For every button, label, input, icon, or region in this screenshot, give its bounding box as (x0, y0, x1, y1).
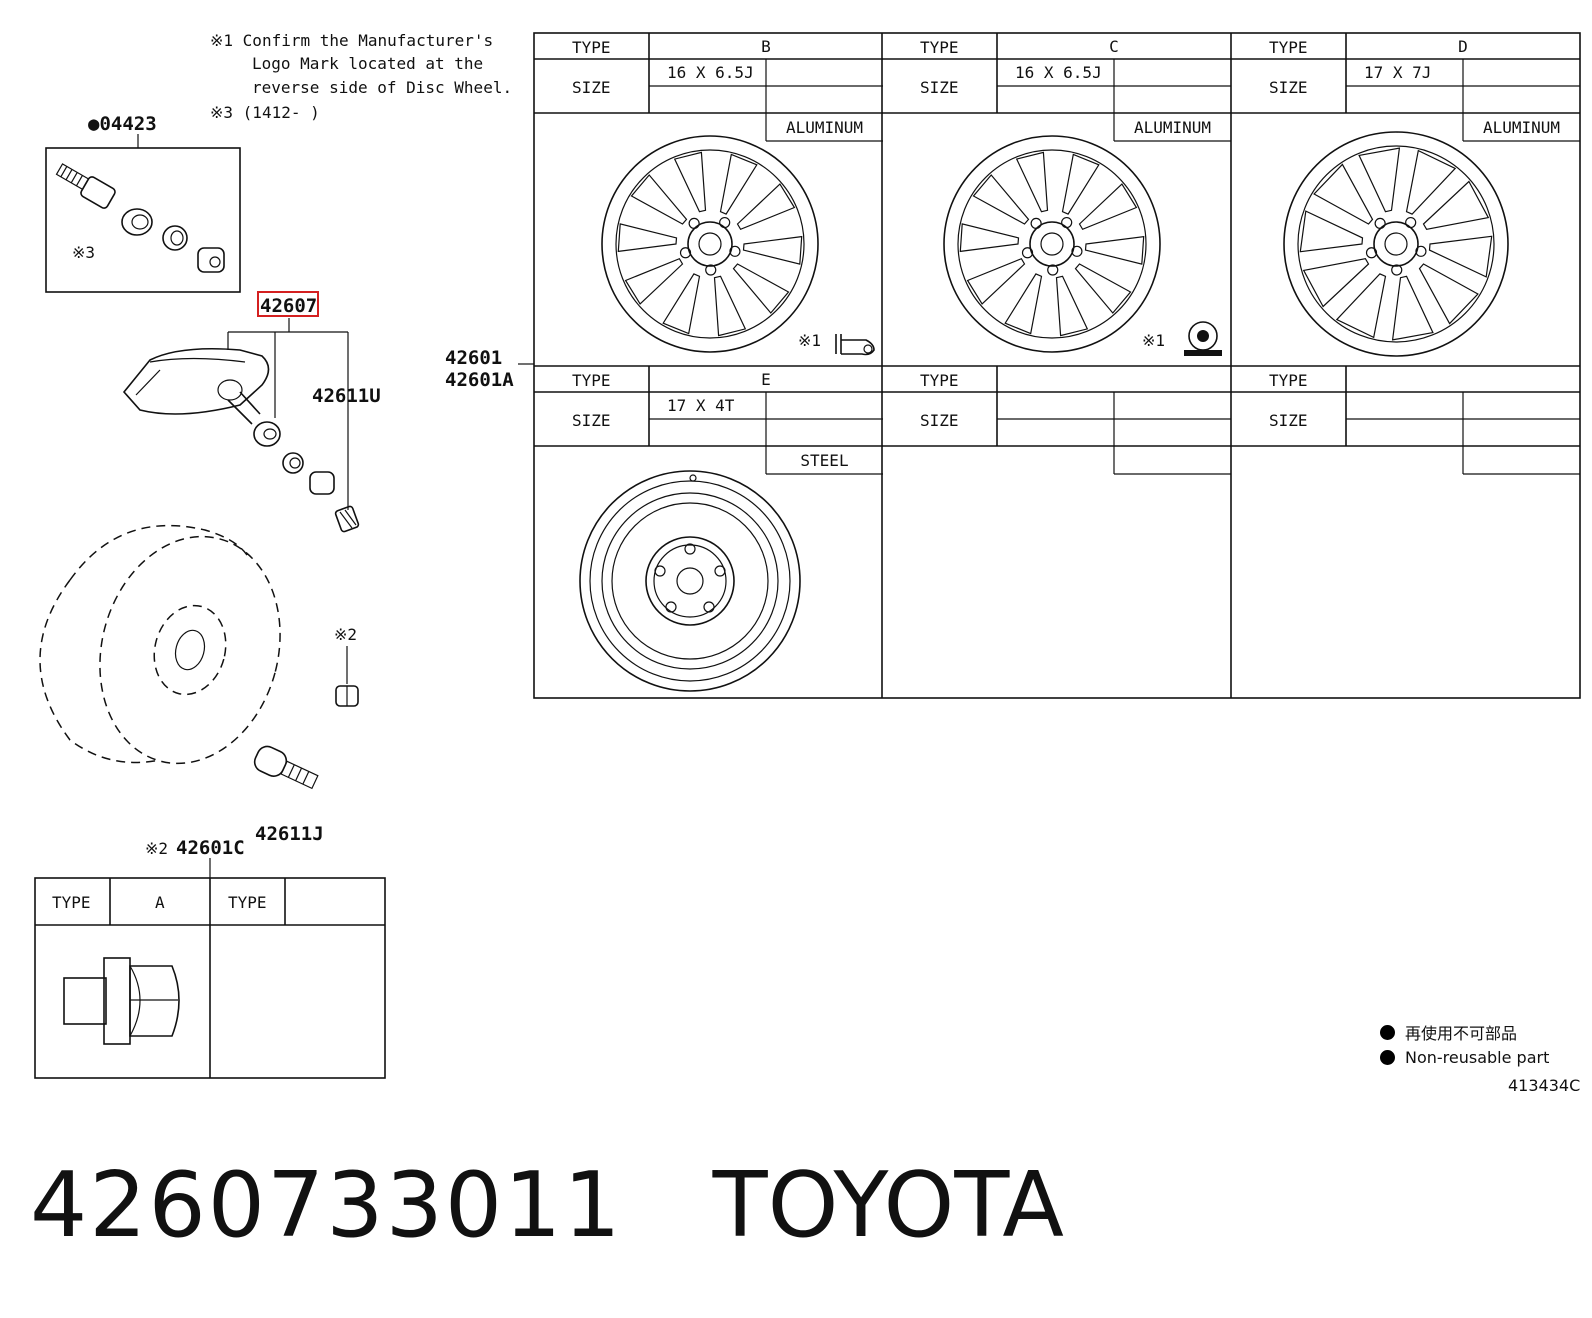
wheel-material: ALUMINUM (786, 118, 863, 137)
nut-table: TYPE A TYPE (34, 877, 386, 1079)
wheel-cell-blank-4: TYPE SIZE (882, 366, 1231, 475)
wheel-size-label: SIZE (1269, 78, 1308, 97)
legend-jp: 再使用不可部品 (1405, 1024, 1518, 1043)
drawing-code: 413434C (1508, 1076, 1581, 1095)
note-1-line2: Logo Mark located at the (252, 54, 483, 73)
wheel-cell-blank-5: TYPE SIZE (1231, 366, 1580, 475)
callout-valve-kit[interactable]: ●04423 (88, 113, 157, 135)
lug-nut-small-icon (335, 685, 359, 707)
footer: 4260733011 TOYOTA (30, 1150, 1064, 1260)
wheel-size-value: 17 X 7J (1364, 63, 1431, 82)
valve-cap-icon (334, 505, 360, 533)
tpms-sensor-icon (122, 347, 270, 425)
wheel-type-value: B (761, 37, 771, 56)
wheel-b-icon (601, 135, 819, 353)
callout-nut-mark: ※2 (334, 625, 357, 644)
callout-wheel-1[interactable]: 42601 (445, 347, 502, 369)
legend-en: Non-reusable part (1405, 1047, 1550, 1067)
wheel-type-label: TYPE (572, 371, 611, 390)
wheel-size-label: SIZE (572, 411, 611, 430)
bullet-icon (1380, 1049, 1395, 1065)
wheel-e-steel-icon (579, 470, 801, 692)
wheel-size-label: SIZE (1269, 411, 1308, 430)
valve-kit-parts-icon (55, 163, 225, 273)
logo-mark-b-icon (835, 334, 875, 356)
note-3: ※3 (1412- ) (210, 103, 320, 122)
callout-valve-cap[interactable]: 42611U (312, 385, 381, 407)
valve-kit-box (45, 147, 241, 293)
wheel-material: ALUMINUM (1134, 118, 1211, 137)
wheel-cell-B: TYPE SIZE B 16 X 6.5J ALUMINUM ※1 (534, 33, 883, 350)
wheel-cell-E: TYPE SIZE E 17 X 4T STEEL (534, 366, 883, 475)
wheel-type-label: TYPE (572, 38, 611, 57)
wheel-c-icon (943, 135, 1161, 353)
callout-valve-stem[interactable]: 42611J (255, 823, 324, 845)
nut-type-label-a: TYPE (52, 893, 91, 912)
callout-sensor[interactable]: 42607 (260, 295, 317, 317)
wheel-material: STEEL (800, 451, 848, 470)
wheel-size-value: 16 X 6.5J (667, 63, 754, 82)
wheel-size-label: SIZE (920, 411, 959, 430)
wheel-type-label: TYPE (1269, 38, 1308, 57)
tire-icon (39, 524, 281, 765)
wheel-d-icon (1283, 131, 1509, 357)
callout-wheel-2[interactable]: 42601A (445, 369, 514, 391)
lug-nut-icon (63, 957, 180, 1045)
valve-stem-icon (253, 745, 319, 790)
sensor-highlight (257, 291, 319, 317)
wheel-logo-mark-note: ※1 (798, 331, 821, 350)
wheel-cell-C: TYPE SIZE C 16 X 6.5J ALUMINUM ※1 (882, 33, 1231, 350)
footer-brand: TOYOTA (712, 1152, 1064, 1258)
note-1-line1: ※1 Confirm the Manufacturer's (210, 31, 493, 50)
nut-type-label-b: TYPE (228, 893, 267, 912)
logo-mark-c-icon (1184, 321, 1222, 356)
wheel-type-label: TYPE (1269, 371, 1308, 390)
wheel-size-value: 17 X 4T (667, 396, 735, 415)
wheel-size-value: 16 X 6.5J (1015, 63, 1102, 82)
wheel-size-label: SIZE (572, 78, 611, 97)
callout-nut-part-mark: ※2 (145, 839, 168, 858)
wheel-type-value: E (761, 370, 771, 389)
wheel-logo-mark-note: ※1 (1142, 331, 1165, 350)
wheel-type-value: C (1109, 37, 1119, 56)
wheel-table (533, 32, 1581, 699)
wheel-type-label: TYPE (920, 371, 959, 390)
bullet-icon (1380, 1024, 1395, 1040)
footer-part-number: 4260733011 (30, 1152, 623, 1258)
wheel-material: ALUMINUM (1483, 118, 1560, 137)
wheel-cell-D: TYPE SIZE D 17 X 7J ALUMINUM (1231, 33, 1580, 142)
legend: 再使用不可部品 Non-reusable part (1380, 1020, 1580, 1070)
nut-type-a: A (155, 893, 165, 912)
callout-nut-part[interactable]: 42601C (176, 837, 245, 859)
sensor-nut-parts-icon (253, 421, 335, 495)
wheel-size-label: SIZE (920, 78, 959, 97)
wheel-type-value: D (1458, 37, 1468, 56)
wheel-type-label: TYPE (920, 38, 959, 57)
callout-mark-3: ※3 (72, 243, 95, 262)
note-1-line3: reverse side of Disc Wheel. (252, 78, 512, 97)
